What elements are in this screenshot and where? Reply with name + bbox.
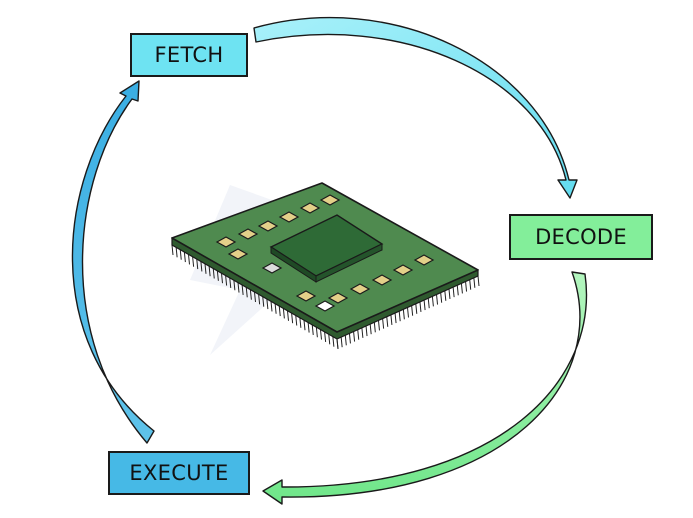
arrow-fetch-to-decode xyxy=(253,16,578,199)
fetch-label: FETCH xyxy=(130,33,248,77)
cpu-chip-illustration xyxy=(171,182,480,350)
arrow-decode-to-execute xyxy=(262,271,588,505)
chip-pins xyxy=(171,244,480,350)
arrow-execute-to-fetch xyxy=(71,80,155,444)
chip-components xyxy=(215,194,435,312)
decode-label: DECODE xyxy=(509,214,653,260)
execute-label: EXECUTE xyxy=(108,451,250,495)
